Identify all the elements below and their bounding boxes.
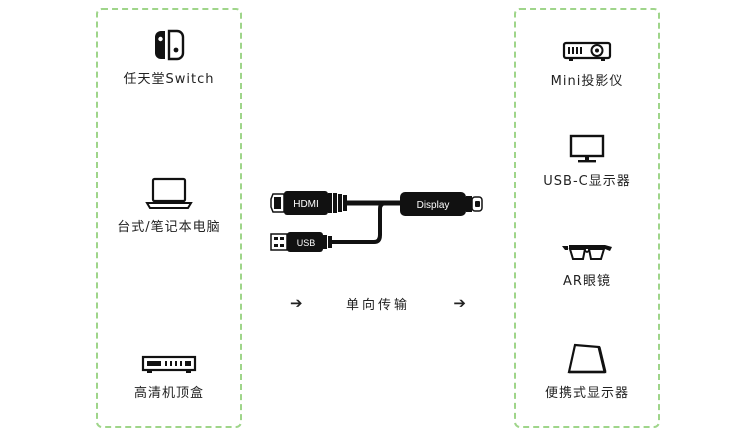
portable-label: 便携式显示器: [544, 386, 629, 401]
display-adapter: Display: [400, 192, 483, 216]
laptop-icon: [145, 177, 193, 209]
transfer-direction-label: 单向传输: [345, 297, 410, 313]
ar-glasses-icon: [562, 245, 612, 260]
hdmi-to-usbc-cable: HDMI USB Display: [270, 191, 483, 252]
projector-icon: [562, 41, 612, 61]
right-arrow-icon: ➔: [453, 294, 466, 312]
portable-display-icon: [567, 343, 607, 374]
monitor-label: USB-C显示器: [543, 174, 631, 189]
hdmi-plug-label: HDMI: [293, 199, 319, 210]
portable-device: 便携式显示器: [516, 342, 658, 401]
ar-label: AR眼镜: [563, 274, 611, 289]
settop-device: 高清机顶盒: [98, 354, 240, 401]
transfer-direction: ➔ 单向传输 ➔: [290, 292, 466, 314]
laptop-device: 台式/笔记本电脑: [98, 176, 240, 235]
hdmi-plug: HDMI: [270, 191, 347, 215]
usb-plug-label: USB: [297, 238, 316, 248]
switch-console-icon: [155, 29, 185, 61]
left-arrow-icon: ➔: [290, 294, 303, 312]
projector-label: Mini投影仪: [550, 74, 624, 89]
switch-device: 任天堂Switch: [98, 28, 240, 87]
switch-label: 任天堂Switch: [123, 72, 215, 87]
display-adapter-label: Display: [417, 200, 450, 211]
monitor-icon: [569, 134, 605, 163]
laptop-label: 台式/笔记本电脑: [117, 220, 221, 235]
output-devices-panel: Mini投影仪 USB-C显示器 AR眼镜: [514, 8, 660, 428]
projector-device: Mini投影仪: [516, 40, 658, 89]
set-top-box-icon: [141, 355, 197, 373]
ar-device: AR眼镜: [516, 242, 658, 289]
usb-plug: USB: [270, 232, 332, 252]
input-devices-panel: 任天堂Switch 台式/笔记本电脑 高清机顶盒: [96, 8, 242, 428]
monitor-device: USB-C显示器: [516, 134, 658, 189]
settop-label: 高清机顶盒: [133, 386, 204, 401]
